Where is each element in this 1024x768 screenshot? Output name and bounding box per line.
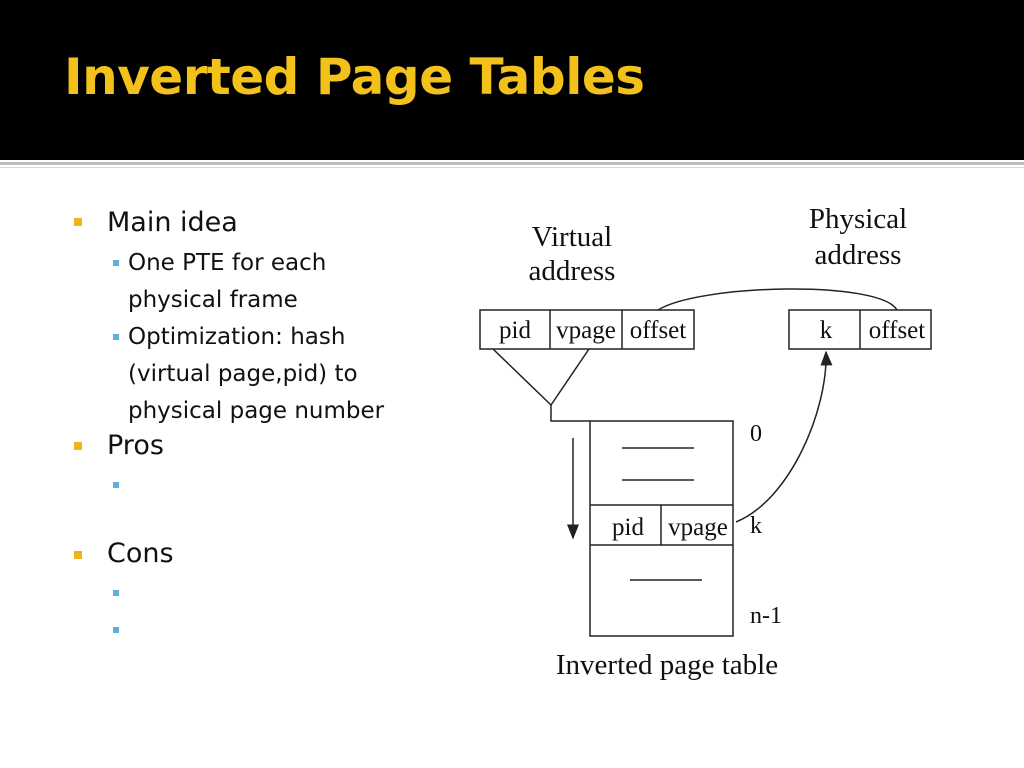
virtual-label-line2: address xyxy=(529,255,616,287)
bullet-cons: Cons xyxy=(107,538,174,569)
sub-bullet-marker-icon xyxy=(113,482,119,488)
bullet-marker-icon xyxy=(74,551,82,559)
pa-field-k: k xyxy=(820,317,833,344)
bullet-pros: Pros xyxy=(107,430,164,461)
title-divider xyxy=(0,162,1024,165)
index-k: k xyxy=(750,513,762,539)
index-n-1: n-1 xyxy=(750,603,782,629)
physical-label-line2: address xyxy=(815,239,902,271)
index-0: 0 xyxy=(750,421,762,447)
sub-bullet-marker-icon xyxy=(113,590,119,596)
title-bar xyxy=(0,0,1024,160)
table-field-vpage: vpage xyxy=(668,514,728,541)
virtual-address-box xyxy=(479,309,695,350)
inverted-page-table-box xyxy=(589,420,734,637)
va-field-vpage: vpage xyxy=(556,317,616,344)
va-field-offset: offset xyxy=(630,317,687,344)
table-field-pid: pid xyxy=(612,514,644,541)
hash-to-table-line xyxy=(550,405,590,422)
k-to-physical-arrow xyxy=(735,350,833,523)
bullet-main-sub2: Optimization: hash (virtual page,pid) to… xyxy=(128,324,385,424)
bullet-main-idea: Main idea xyxy=(107,207,238,238)
bullet-marker-icon xyxy=(74,442,82,450)
pa-field-offset: offset xyxy=(869,317,926,344)
slide-title: Inverted Page Tables xyxy=(64,48,645,106)
sub-bullet-marker-icon xyxy=(113,627,119,633)
bullet-marker-icon xyxy=(74,218,82,226)
diagram-caption: Inverted page table xyxy=(556,649,778,681)
bullet-main-sub1: One PTE for each physical frame xyxy=(128,250,327,313)
sub-bullet-marker-icon xyxy=(113,334,119,340)
virtual-label-line1: Virtual xyxy=(532,221,612,253)
hash-funnel xyxy=(492,348,590,407)
physical-label-line1: Physical xyxy=(809,203,907,235)
title-divider-thin xyxy=(0,167,1024,168)
sub-bullet-marker-icon xyxy=(113,260,119,266)
va-field-pid: pid xyxy=(499,317,531,344)
offset-link-arc xyxy=(657,288,898,311)
